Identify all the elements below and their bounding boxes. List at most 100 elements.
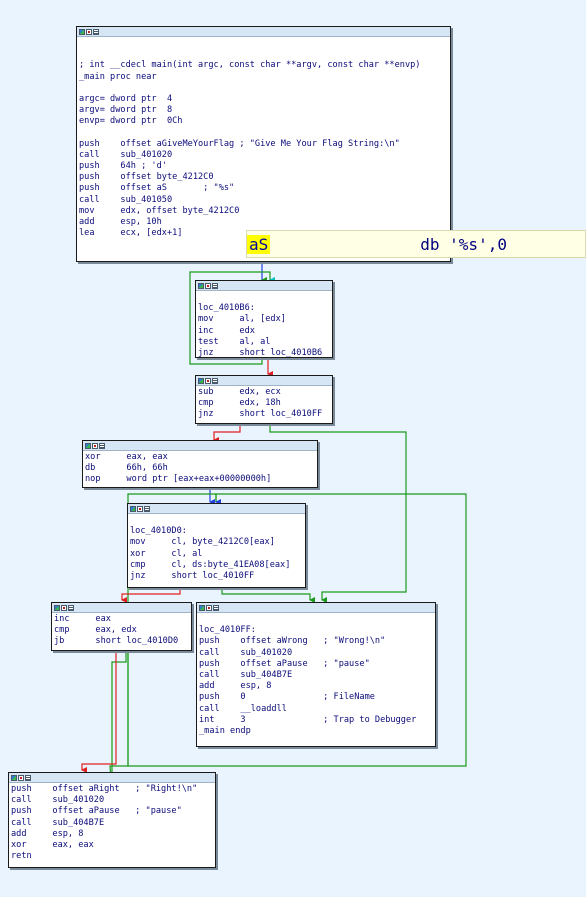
color-icon[interactable] <box>11 774 17 781</box>
edge-loop2-to-wrong <box>221 588 315 603</box>
code-line[interactable]: mov al, [edx] <box>198 314 286 325</box>
code-line[interactable]: xor eax, eax <box>11 839 94 850</box>
code-line[interactable]: push 64h ; 'd' <box>79 161 167 172</box>
code-line[interactable]: call sub_401020 <box>79 149 173 160</box>
color-icon[interactable] <box>130 505 136 512</box>
list-icon[interactable] <box>144 505 150 512</box>
code-line[interactable]: push offset aS ; "%s" <box>79 183 235 194</box>
code-line[interactable]: add esp, 8 <box>199 681 272 692</box>
code-line[interactable]: push offset aPause ; "pause" <box>199 658 370 669</box>
code-line-label[interactable]: loc_4010B6: <box>198 303 255 314</box>
node-length-check[interactable]: sub edx, ecx cmp edx, 18h jnz short loc_… <box>195 375 333 424</box>
list-icon[interactable] <box>25 774 31 781</box>
code-line[interactable]: add esp, 10h <box>79 217 162 227</box>
code-line[interactable]: push offset aGiveMeYourFlag ; "Give Me Y… <box>79 138 400 149</box>
code-line[interactable]: mov edx, offset byte_4212C0 <box>79 205 240 216</box>
code-line[interactable]: lea ecx, [edx+1] <box>79 228 183 239</box>
code-line[interactable]: xor cl, al <box>130 548 203 559</box>
edge-loop2-to-inc <box>121 588 181 603</box>
color-icon[interactable] <box>198 282 204 289</box>
node-loc-4010b6[interactable]: loc_4010B6: mov al, [edx] inc edx test a… <box>195 280 333 358</box>
node-right-block[interactable]: push offset aRight ; "Right!\n" call sub… <box>8 772 216 868</box>
tooltip-declaration: db '%s',0 <box>420 234 507 254</box>
code-line[interactable]: call __loaddll <box>199 703 287 714</box>
code-line[interactable]: nop word ptr [eax+eax+00000000h] <box>85 474 272 485</box>
code-line[interactable]: retn <box>11 851 32 862</box>
graph-icon[interactable] <box>205 282 211 289</box>
tooltip-symbol-name: aS <box>247 234 271 254</box>
code-line[interactable]: call sub_401020 <box>199 647 293 658</box>
code-line[interactable]: cmp edx, 18h <box>198 398 281 409</box>
edge-cmp-to-xor <box>213 424 241 443</box>
node-header <box>128 504 305 514</box>
code-line-function-signature: ; int __cdecl main(int argc, const char … <box>79 60 421 71</box>
code-line[interactable]: jb short loc_4010D0 <box>54 636 179 647</box>
list-icon[interactable] <box>93 28 99 35</box>
code-line[interactable]: cmp eax, edx <box>54 625 137 636</box>
code-line-label[interactable]: loc_4010FF: <box>199 625 256 636</box>
code-line[interactable]: push offset aWrong ; "Wrong!\n" <box>199 636 386 647</box>
code-line[interactable]: sub edx, ecx <box>198 387 281 397</box>
node-loop-increment[interactable]: inc eax cmp eax, edx jb short loc_4010D0 <box>51 602 192 651</box>
graph-icon[interactable] <box>86 28 92 35</box>
code-line[interactable]: int 3 ; Trap to Debugger <box>199 714 417 725</box>
code-line[interactable]: push offset aPause ; "pause" <box>11 806 182 817</box>
node-loc-4010d0[interactable]: loc_4010D0: mov cl, byte_4212C0[eax] xor… <box>127 503 306 588</box>
code-line[interactable]: inc eax <box>54 614 111 624</box>
code-line <box>79 128 448 139</box>
node-header <box>9 773 215 783</box>
color-icon[interactable] <box>85 442 91 449</box>
code-line[interactable]: xor eax, eax <box>85 452 168 462</box>
code-line[interactable]: call sub_404B7E <box>199 669 293 680</box>
code-line <box>130 515 303 526</box>
code-line[interactable]: cmp cl, ds:byte_41EA08[eax] <box>130 559 291 570</box>
code-line[interactable]: jnz short loc_4010FF <box>130 570 255 581</box>
node-loc-4010ff-wrong[interactable]: loc_4010FF: push offset aWrong ; "Wrong!… <box>196 602 436 747</box>
list-icon[interactable] <box>99 442 105 449</box>
code-line[interactable]: mov cl, byte_4212C0[eax] <box>130 537 275 548</box>
color-icon[interactable] <box>199 604 205 611</box>
code-line[interactable]: push 0 ; FileName <box>199 692 375 703</box>
code-line[interactable]: call sub_401020 <box>11 795 105 806</box>
node-header <box>77 27 450 37</box>
node-xor-init[interactable]: xor eax, eax db 66h, 66h nop word ptr [e… <box>82 440 318 488</box>
graph-icon[interactable] <box>18 774 24 781</box>
code-line <box>79 49 448 60</box>
node-header <box>196 376 332 386</box>
list-icon[interactable] <box>213 604 219 611</box>
code-line[interactable]: test al, al <box>198 336 271 347</box>
node-header <box>52 603 191 613</box>
graph-icon[interactable] <box>205 377 211 384</box>
color-icon[interactable] <box>54 604 60 611</box>
node-header <box>196 281 332 291</box>
graph-icon[interactable] <box>206 604 212 611</box>
list-icon[interactable] <box>212 282 218 289</box>
graph-icon[interactable] <box>61 604 67 611</box>
code-line[interactable]: inc edx <box>198 325 255 336</box>
code-line[interactable]: call sub_404B7E <box>11 817 105 828</box>
code-line[interactable]: jnz short loc_4010FF <box>198 409 323 420</box>
list-icon[interactable] <box>68 604 74 611</box>
color-icon[interactable] <box>198 377 204 384</box>
node-main[interactable]: ; int __cdecl main(int argc, const char … <box>76 26 451 262</box>
code-line[interactable]: push offset aRight ; "Right!\n" <box>11 784 198 794</box>
edge-inc-to-right <box>81 651 117 773</box>
graph-icon[interactable] <box>137 505 143 512</box>
node-header <box>83 441 317 451</box>
code-line[interactable]: add esp, 8 <box>11 828 84 839</box>
list-icon[interactable] <box>212 377 218 384</box>
code-line[interactable]: push offset byte_4212C0 <box>79 172 214 183</box>
color-icon[interactable] <box>79 28 85 35</box>
code-line[interactable]: db 66h, 66h <box>85 463 168 474</box>
code-line: argc= dword ptr 4 <box>79 93 173 104</box>
code-line[interactable]: call sub_401050 <box>79 194 173 205</box>
graph-icon[interactable] <box>92 442 98 449</box>
code-line: _main proc near <box>79 71 157 82</box>
code-line <box>198 292 330 303</box>
code-line[interactable]: jnz short loc_4010B6 <box>198 347 323 358</box>
code-line: argv= dword ptr 8 <box>79 105 173 116</box>
code-line[interactable]: _main endp <box>199 725 251 736</box>
code-line: envp= dword ptr 0Ch <box>79 116 183 127</box>
code-line-label[interactable]: loc_4010D0: <box>130 526 187 537</box>
code-line <box>79 38 448 49</box>
